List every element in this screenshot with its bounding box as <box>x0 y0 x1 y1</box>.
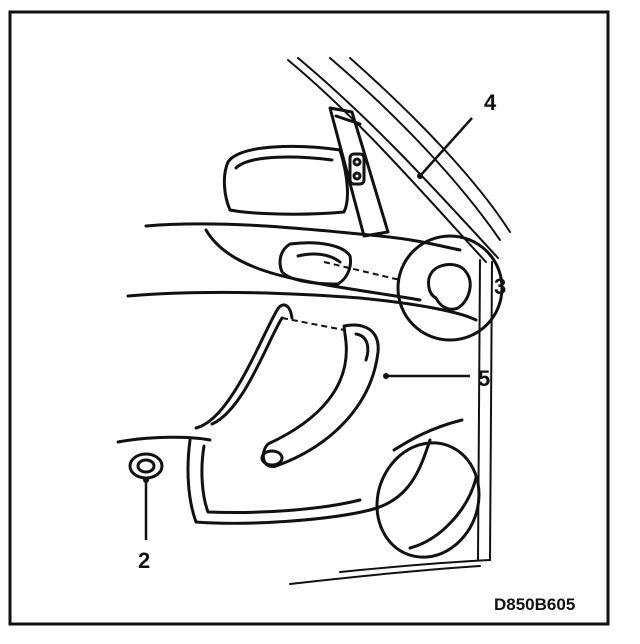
callout-4: 4 <box>484 90 497 115</box>
pillar-trim <box>328 106 390 238</box>
window-frame-lines <box>287 57 511 561</box>
door-handle <box>278 241 352 286</box>
callout-3: 3 <box>494 274 506 299</box>
door-mirror <box>222 144 349 216</box>
reference-code: D850B605 <box>494 595 575 614</box>
speaker-grille <box>375 441 481 559</box>
door-pocket <box>116 303 464 525</box>
figure-frame <box>8 10 610 626</box>
callout-2: 2 <box>138 548 150 573</box>
door-bottom-lines <box>289 559 491 585</box>
callout-5: 5 <box>478 366 490 391</box>
door-upper-trim <box>126 222 478 322</box>
detail-circle-3 <box>396 234 504 342</box>
armrest <box>260 323 380 469</box>
clip-part <box>128 452 164 480</box>
leader-lines <box>143 117 473 540</box>
